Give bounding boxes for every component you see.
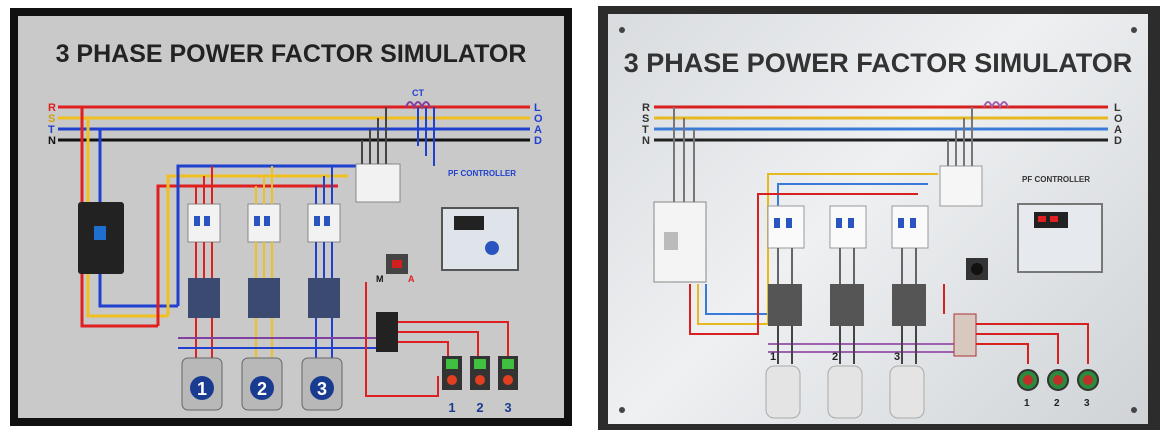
capacitor-1-icon [765, 365, 801, 419]
contactor-2-icon [248, 278, 280, 318]
capacitor-3-icon [889, 365, 925, 419]
load-letter-o: O [1114, 113, 1123, 125]
phase-label-t: T [642, 124, 649, 136]
phase-label-r: R [48, 102, 56, 114]
screw-icon [1131, 407, 1137, 413]
switch-number-3: 3 [1084, 398, 1090, 409]
screw-icon [619, 27, 625, 33]
phase-label-r: R [642, 102, 650, 114]
contactor-1-icon [768, 284, 802, 326]
selector-label-a: A [408, 274, 415, 284]
ct-coil-icon [983, 101, 1009, 110]
pf-controller-label: PF CONTROLLER [1022, 175, 1090, 184]
capacitor-number-3: 3 [317, 379, 327, 399]
left-simulator-diagram: 3 PHASE POWER FACTOR SIMULATOR R S T N L… [10, 8, 572, 426]
right-simulator-photo: 3 PHASE POWER FACTOR SIMULATOR R S T N L… [598, 6, 1160, 430]
branch-3 [307, 203, 341, 318]
contactor-3-icon [892, 284, 926, 326]
screw-icon [619, 407, 625, 413]
capacitor-number-1: 1 [197, 379, 207, 399]
relay-icon [953, 313, 977, 357]
right-title: 3 PHASE POWER FACTOR SIMULATOR [623, 48, 1133, 78]
contactor-3-icon [308, 278, 340, 318]
meter-mcb-icon [355, 163, 401, 203]
ct-coil-icon [405, 101, 431, 110]
switch-number-2: 2 [1054, 398, 1060, 409]
left-board: 3 PHASE POWER FACTOR SIMULATOR R S T N L… [18, 16, 564, 418]
load-letter-l: L [1114, 102, 1121, 114]
load-letter-o: O [534, 113, 543, 125]
switch-number-1: 1 [1024, 398, 1030, 409]
ct-label: CT [412, 88, 424, 98]
phase-label-n: N [642, 135, 650, 147]
phase-label-s: S [642, 113, 649, 125]
load-letter-a: A [534, 124, 542, 136]
capacitor-number-2: 2 [257, 379, 267, 399]
relay-icon [376, 312, 398, 352]
meter-mcb-icon [939, 165, 983, 207]
capacitor-number-2: 2 [832, 351, 838, 363]
load-letter-d: D [534, 135, 542, 147]
branch-1 [187, 203, 221, 318]
contactor-1-icon [188, 278, 220, 318]
load-letter-l: L [534, 102, 541, 114]
right-board: 3 PHASE POWER FACTOR SIMULATOR R S T N L… [608, 14, 1148, 424]
load-letter-a: A [1114, 124, 1122, 136]
main-breaker-toggle-icon [94, 226, 106, 240]
left-title: 3 PHASE POWER FACTOR SIMULATOR [55, 40, 527, 68]
switch-number-1: 1 [448, 400, 455, 415]
selector-label-m: M [376, 274, 384, 284]
load-letter-d: D [1114, 135, 1122, 147]
capacitor-number-3: 3 [894, 351, 900, 363]
screw-icon [1131, 27, 1137, 33]
switch-number-2: 2 [476, 400, 483, 415]
left-wiring-diagram: R S T N L O A D CT [48, 88, 543, 415]
capacitor-number-1: 1 [770, 351, 776, 363]
phase-label-n: N [48, 135, 56, 147]
phase-label-s: S [48, 113, 55, 125]
main-breaker-icon [653, 201, 707, 283]
branch-2 [247, 203, 281, 318]
switch-number-3: 3 [504, 400, 511, 415]
contactor-2-icon [830, 284, 864, 326]
capacitor-2-icon [827, 365, 863, 419]
pf-controller-label: PF CONTROLLER [448, 169, 516, 178]
right-wiring-panel: R S T N L O A D [619, 27, 1137, 419]
phase-label-t: T [48, 124, 55, 136]
